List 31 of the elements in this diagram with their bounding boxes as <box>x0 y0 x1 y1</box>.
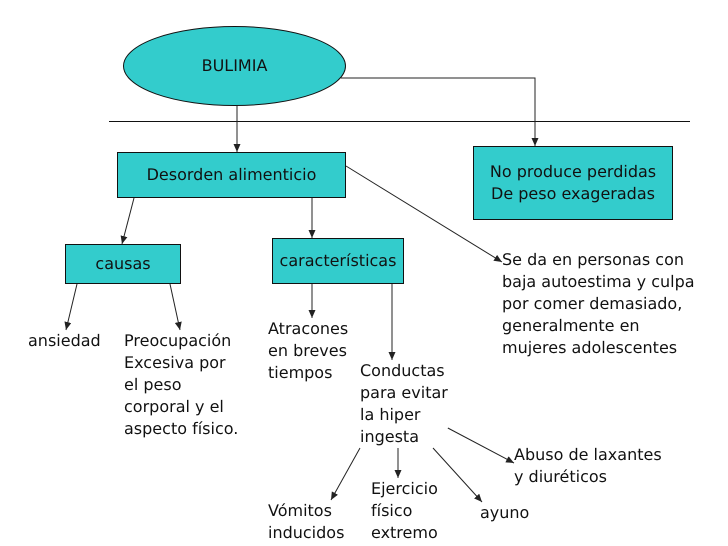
arrow <box>308 198 316 238</box>
concept-box <box>117 152 346 198</box>
arrow <box>330 448 360 500</box>
arrow <box>64 284 78 330</box>
concept-text: Se da en personas con baja autoestima y culpa por comer demasiado, generalmente en mujeres adolescentes <box>502 249 695 359</box>
concept-text: Conductas para evitar la hiper ingesta <box>360 360 448 448</box>
arrow <box>394 448 402 478</box>
arrow <box>432 448 482 502</box>
arrow <box>346 166 502 262</box>
arrow <box>120 198 134 244</box>
concept-box <box>65 244 181 284</box>
arrow <box>340 78 538 146</box>
concept-label: Desorden alimenticio <box>146 164 316 186</box>
concept-text: Ejercicio físico extremo <box>371 478 438 544</box>
concept-label: características <box>280 250 396 272</box>
concept-label: causas <box>95 253 151 275</box>
concept-text: ansiedad <box>28 330 101 352</box>
concept-label: No produce perdidas De peso exageradas <box>490 161 656 205</box>
arrow <box>234 106 240 152</box>
concept-text: Vómitos inducidos <box>268 500 344 544</box>
concept-box <box>473 146 673 220</box>
arrow <box>170 284 182 330</box>
arrow <box>388 284 396 360</box>
arrow <box>447 428 514 464</box>
arrow <box>308 284 316 318</box>
concept-box <box>272 238 404 284</box>
concept-text: Abuso de laxantes y diuréticos <box>514 444 662 488</box>
concept-text: Preocupación Excesiva por el peso corporal y el aspecto físico. <box>124 330 238 440</box>
concept-label: BULIMIA <box>202 55 268 77</box>
concept-text: ayuno <box>480 502 530 524</box>
concept-text: Atracones en breves tiempos <box>268 318 348 384</box>
